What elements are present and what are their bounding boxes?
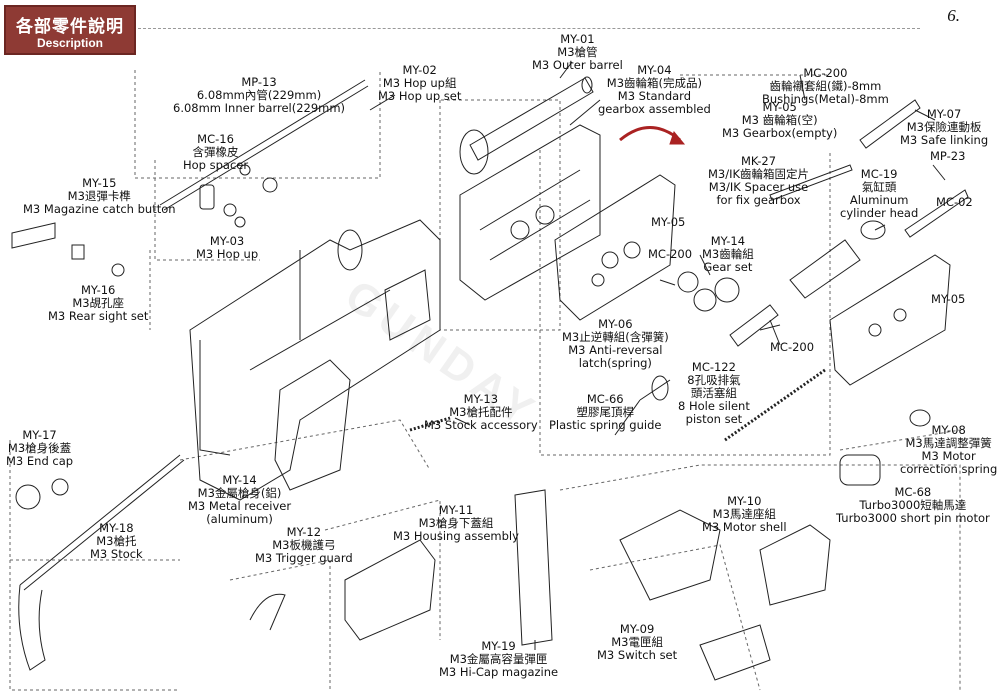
part-label-mc200-right: MC-200	[770, 340, 815, 354]
header-title-zh: 各部零件說明	[16, 17, 124, 37]
part-label-my05-right: MY-05	[931, 292, 966, 306]
header-divider	[138, 28, 920, 29]
section-header: 各部零件說明 Description	[4, 5, 136, 55]
outer-barrel	[459, 76, 594, 175]
part-label-mp23: MP-23	[930, 149, 966, 163]
part-label-mc200-center: MC-200	[648, 247, 693, 261]
page-number: 6.	[947, 6, 960, 25]
part-label-my05-center: MY-05	[651, 215, 686, 229]
header-title-en: Description	[36, 36, 103, 50]
part-label-mc02: MC-02	[936, 195, 973, 209]
